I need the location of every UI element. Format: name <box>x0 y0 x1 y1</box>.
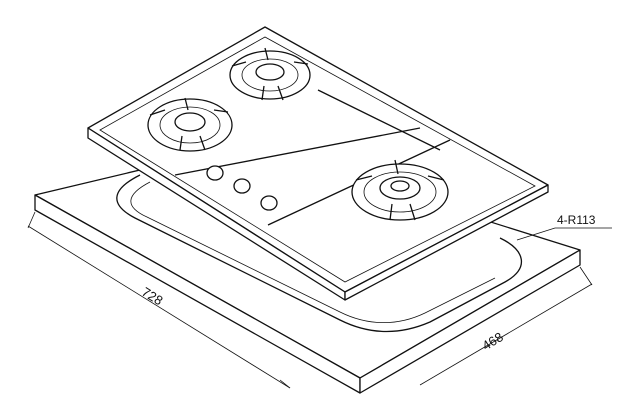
gas-hob <box>87 26 549 301</box>
radius-callout: 4-R113 <box>516 213 612 241</box>
cutout-outline <box>116 174 523 333</box>
burner-left <box>147 97 233 152</box>
knob[interactable] <box>260 195 278 211</box>
control-knobs <box>206 165 278 211</box>
knob[interactable] <box>206 165 224 181</box>
radius-callout-label: 4-R113 <box>557 213 596 227</box>
burner-back <box>229 47 311 101</box>
knob[interactable] <box>233 178 251 194</box>
depth-dimension-label: 468 <box>479 329 505 353</box>
burner-right <box>351 159 449 221</box>
dimension-depth: 468 <box>419 266 593 386</box>
width-dimension-label: 728 <box>139 284 165 308</box>
